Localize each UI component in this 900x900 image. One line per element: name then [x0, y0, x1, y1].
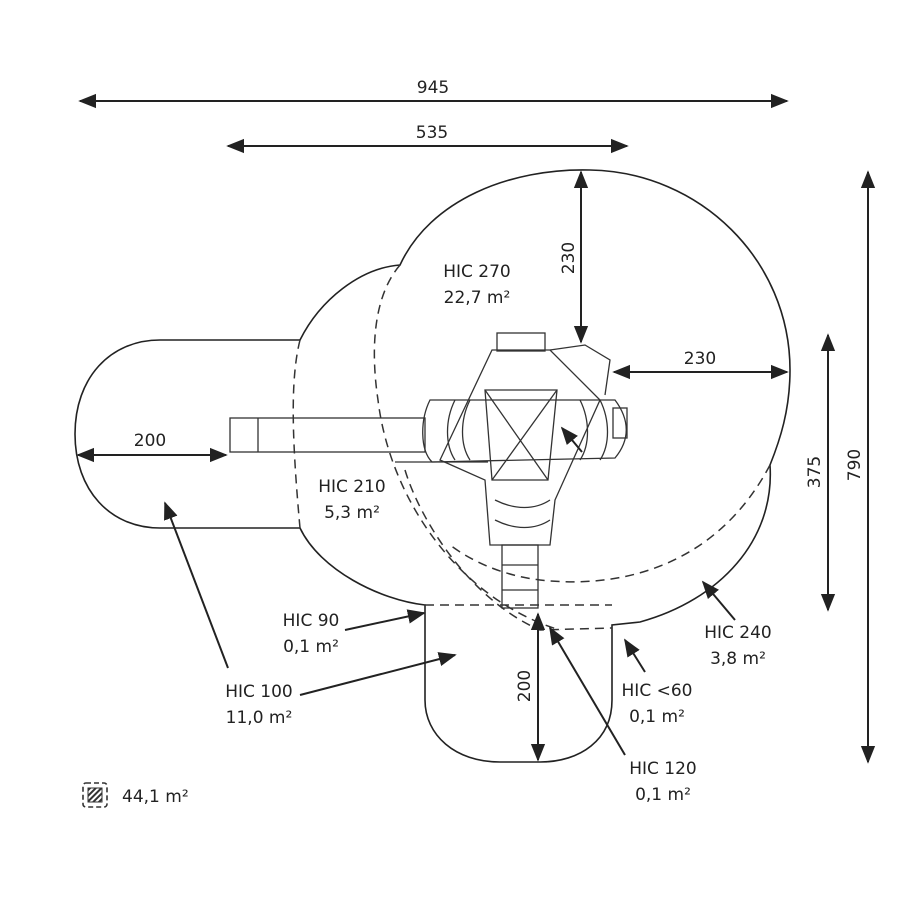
- dim-structure-width: 535: [416, 123, 448, 143]
- ladder-bottom: [501, 544, 539, 609]
- dim-bottom-clearance: 200: [515, 670, 535, 702]
- svg-text:HIC <60: HIC <60: [622, 681, 693, 701]
- roof-entry: [496, 332, 546, 352]
- svg-text:11,0 m²: 11,0 m²: [226, 708, 293, 728]
- dim-total-width: 945: [417, 78, 449, 98]
- legend-total-area: 44,1 m²: [122, 787, 189, 807]
- svg-text:HIC 100: HIC 100: [225, 682, 293, 702]
- svg-text:0,1 m²: 0,1 m²: [629, 707, 685, 727]
- slide-left: [229, 417, 426, 453]
- dimension-lines: [76, 93, 876, 764]
- hatched-area-icon: [82, 782, 108, 808]
- dim-total-depth: 790: [845, 449, 865, 481]
- svg-text:3,8 m²: 3,8 m²: [710, 649, 766, 669]
- direction-arrow: [560, 426, 583, 453]
- svg-text:HIC 90: HIC 90: [283, 611, 340, 631]
- zone-label-hic-270: HIC 270 22,7 m²: [443, 262, 511, 308]
- svg-text:HIC 120: HIC 120: [629, 759, 697, 779]
- dim-right-depth: 375: [805, 456, 825, 488]
- dim-left-clearance: 200: [134, 431, 166, 451]
- svg-text:5,3 m²: 5,3 m²: [324, 503, 380, 523]
- svg-text:0,1 m²: 0,1 m²: [635, 785, 691, 805]
- svg-text:22,7 m²: 22,7 m²: [444, 288, 511, 308]
- svg-text:HIC 210: HIC 210: [318, 477, 386, 497]
- safety-area-outline: [74, 169, 791, 763]
- zone-label-hic-100: HIC 100 11,0 m²: [225, 682, 293, 728]
- zone-boundaries: [292, 264, 771, 631]
- svg-text:HIC 240: HIC 240: [704, 623, 772, 643]
- zone-label-hic-210: HIC 210 5,3 m²: [318, 477, 386, 523]
- zone-label-hic-90: HIC 90 0,1 m²: [283, 611, 340, 657]
- dim-right-clearance: 230: [684, 349, 716, 369]
- zone-label-hic-lt60: HIC <60 0,1 m²: [622, 681, 693, 727]
- dim-top-clearance: 230: [559, 242, 579, 274]
- zone-label-hic-240: HIC 240 3,8 m²: [704, 623, 772, 669]
- svg-text:0,1 m²: 0,1 m²: [283, 637, 339, 657]
- svg-text:HIC 270: HIC 270: [443, 262, 511, 282]
- zone-label-hic-120: HIC 120 0,1 m²: [629, 759, 697, 805]
- leader-arrows: [164, 501, 736, 756]
- play-structure: [229, 332, 628, 609]
